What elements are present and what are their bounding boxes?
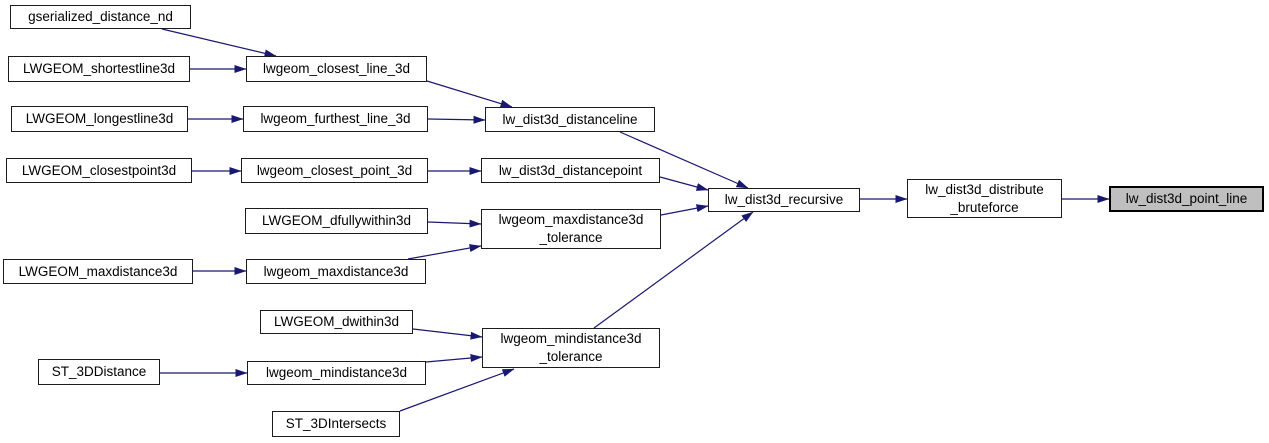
edge-lwgeom-dwithin3d-to-lwgeom-mindistance3d-tolerance [412, 328, 483, 340]
edge-lwgeom-maxdistance3d-tolerance-to-lw-dist3d-recursive [660, 204, 709, 216]
node-label: lwgeom_maxdistance3d [263, 263, 409, 279]
node-label: lwgeom_mindistance3d [265, 365, 408, 380]
node-label: LWGEOM_dwithin3d [273, 314, 400, 329]
node-label: gserialized_distance_nd [28, 9, 173, 24]
node-label: LWGEOM_closestpoint3d [21, 162, 177, 178]
node-lw-dist3d-distribute-bruteforce[interactable]: lw_dist3d_distribute _bruteforce [907, 179, 1062, 218]
node-label: lw_dist3d_recursive [724, 192, 844, 207]
edge-lwgeom-closest-line-3d-to-lw-dist3d-distanceline [426, 80, 513, 108]
node-lwgeom-mindistance3d-tolerance[interactable]: lwgeom_mindistance3d _tolerance [482, 328, 660, 368]
edge-lwgeom-furthest-line-3d-to-lw-dist3d-distanceline [427, 115, 486, 124]
edge-lwgeom-dfullywithin3d-to-lwgeom-maxdistance3d-tolerance [427, 219, 482, 228]
node-gserialized-distance-nd[interactable]: gserialized_distance_nd [10, 5, 191, 29]
node-label: _tolerance [539, 230, 603, 245]
node-lwgeom-maxdistance3d-upper[interactable]: LWGEOM_maxdistance3d [3, 259, 193, 284]
node-label: lw_dist3d_distribute [925, 181, 1044, 197]
node-lwgeom-closest-point-3d[interactable]: lwgeom_closest_point_3d [241, 158, 428, 183]
edge-gserialized-distance-nd-to-lwgeom-closest-line-3d [161, 28, 277, 58]
node-label: lw_dist3d_distanceline [502, 111, 638, 127]
node-lw-dist3d-point-line: lw_dist3d_point_line [1109, 186, 1264, 212]
node-label: lwgeom_closest_point_3d [256, 162, 413, 178]
node-lwgeom-closestpoint3d[interactable]: LWGEOM_closestpoint3d [6, 158, 192, 183]
edge-st-3dintersects-to-lwgeom-mindistance3d-tolerance [399, 368, 515, 412]
node-lwgeom-dwithin3d[interactable]: LWGEOM_dwithin3d [260, 310, 413, 334]
edge-lw-dist3d-distancepoint-to-lw-dist3d-recursive [659, 176, 709, 191]
node-lwgeom-maxdistance3d-tolerance[interactable]: lwgeom_maxdistance3d _tolerance [481, 209, 661, 249]
node-label: LWGEOM_longestline3d [25, 111, 174, 126]
node-st-3ddistance[interactable]: ST_3DDistance [38, 359, 160, 385]
node-label: lwgeom_maxdistance3d [498, 212, 644, 227]
node-label: lwgeom_furthest_line_3d [260, 111, 411, 126]
node-lwgeom-shortestline3d[interactable]: LWGEOM_shortestline3d [8, 56, 190, 82]
node-label: LWGEOM_maxdistance3d [18, 263, 178, 279]
node-label: ST_3DDistance [51, 364, 147, 379]
node-label: lw_dist3d_point_line [1125, 191, 1248, 206]
edge-lwgeom-mindistance3d-to-lwgeom-mindistance3d-tolerance [425, 354, 483, 363]
node-label: LWGEOM_shortestline3d [22, 61, 176, 76]
node-lw-dist3d-recursive[interactable]: lw_dist3d_recursive [708, 188, 860, 212]
node-lwgeom-mindistance3d[interactable]: lwgeom_mindistance3d [247, 361, 426, 385]
node-label: _bruteforce [950, 199, 1019, 215]
node-label: ST_3DIntersects [285, 416, 387, 431]
edge-lwgeom-mindistance3d-tolerance-to-lw-dist3d-recursive [593, 211, 754, 329]
node-label: lwgeom_closest_line_3d [262, 61, 411, 76]
node-st-3dintersects[interactable]: ST_3DIntersects [272, 411, 400, 437]
edge-lwgeom-maxdistance3d-lower-to-lwgeom-maxdistance3d-tolerance [407, 244, 482, 260]
node-lw-dist3d-distanceline[interactable]: lw_dist3d_distanceline [485, 107, 655, 132]
node-label: LWGEOM_dfullywithin3d [261, 213, 412, 228]
node-label: _tolerance [539, 349, 603, 364]
node-label: lw_dist3d_distancepoint [498, 162, 643, 178]
node-lwgeom-dfullywithin3d[interactable]: LWGEOM_dfullywithin3d [245, 208, 428, 234]
node-lwgeom-maxdistance3d-lower[interactable]: lwgeom_maxdistance3d [246, 259, 426, 284]
node-lw-dist3d-distancepoint[interactable]: lw_dist3d_distancepoint [481, 158, 660, 183]
node-lwgeom-longestline3d[interactable]: LWGEOM_longestline3d [11, 106, 188, 132]
node-lwgeom-furthest-line-3d[interactable]: lwgeom_furthest_line_3d [243, 106, 428, 132]
edge-lw-dist3d-distanceline-to-lw-dist3d-recursive [619, 131, 749, 189]
node-label: lwgeom_mindistance3d [500, 331, 642, 346]
node-lwgeom-closest-line-3d[interactable]: lwgeom_closest_line_3d [246, 56, 427, 82]
